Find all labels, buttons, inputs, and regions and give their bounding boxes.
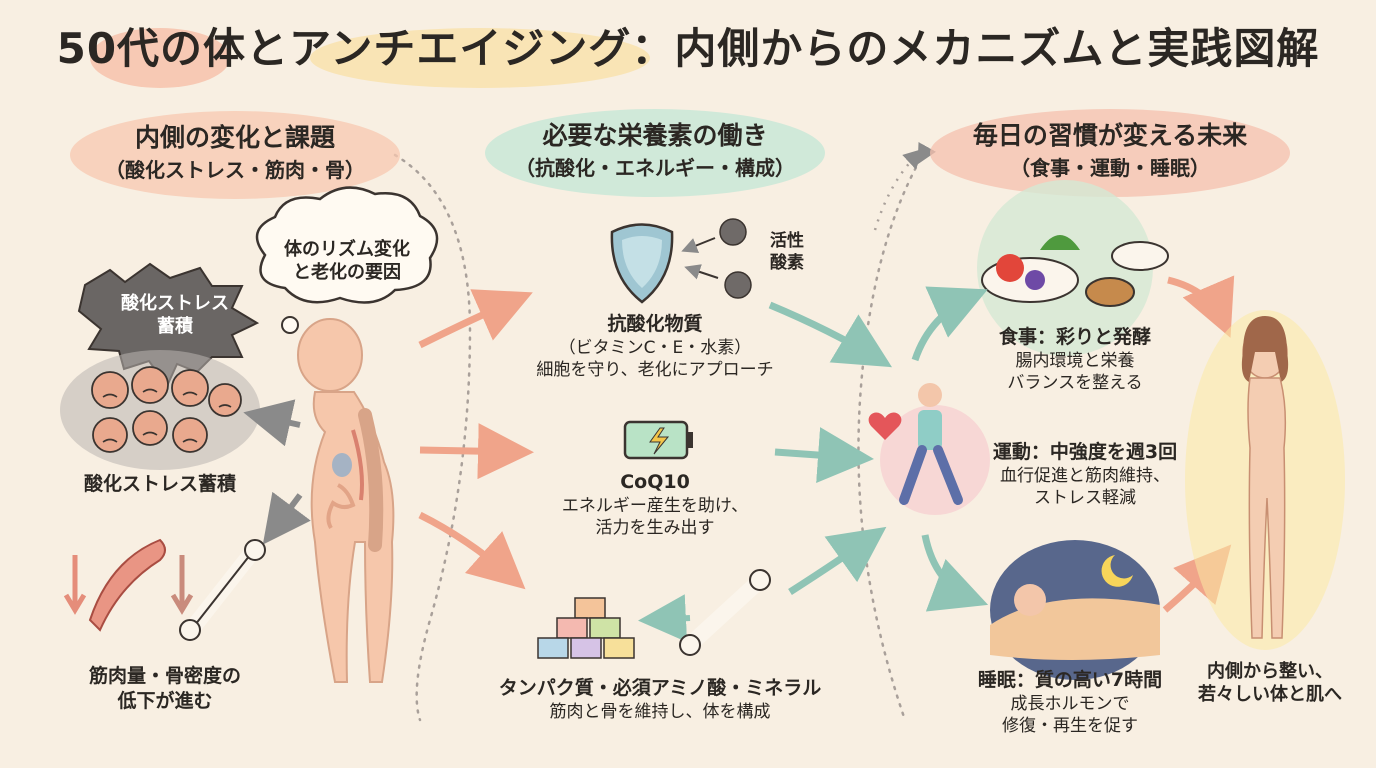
page-title: 50代の体とアンチエイジング：内側からのメカニズムと実践図解 [56,24,1320,73]
thought-bubble-text: 体のリズム変化 と老化の要因 [284,239,410,284]
bone-icon-left [179,539,266,641]
blocks-icon [537,597,635,659]
face-cells-icon [60,350,260,470]
left-header-subtitle: （酸化ストレス・筋肉・骨） [105,158,365,182]
result-block: 内側から整い、 若々しい体と肌へ [1198,661,1342,706]
arrow-to-coq10 [419,423,534,480]
arrow-to-muscle [262,491,311,545]
title-highlight-orange [90,28,230,88]
middle-header-title: 必要な栄養素の働き [542,121,768,150]
left-header-bg [70,111,400,199]
separator-left [393,153,472,722]
stress-burst-text: 酸化ストレス 蓄積 [121,293,229,338]
antioxidant-block: 抗酸化物質 （ビタミンC・E・水素） 細胞を守り、老化にアプローチ [536,313,774,380]
body-figure-icon [297,318,395,683]
shield-icon [610,223,674,304]
middle-header-subtitle: （抗酸化・エネルギー・構成） [515,156,795,180]
exercise-block: 運動：中強度を週3回 血行促進と筋肉維持、 ストレス軽減 [992,441,1178,508]
active-oxygen-label: 活性 酸素 [770,231,804,274]
left-section-header: 内側の変化と課題 （酸化ストレス・筋肉・骨） [70,118,400,183]
protein-block: タンパク質・必須アミノ酸・ミネラル 筋肉と骨を維持し、体を構成 [498,677,822,722]
arrow-to-cells [243,399,301,447]
battery-icon [623,420,693,460]
moon-icon [1101,555,1133,587]
stress-caption: 酸化ストレス蓄積 [83,473,236,495]
thought-bubble [255,186,439,346]
right-header-bg [930,109,1290,197]
sleep-block: 睡眠：質の高い7時間 成長ホルモンで 修復・再生を促す [977,669,1163,736]
middle-section-header: 必要な栄養素の働き （抗酸化・エネルギー・構成） [485,116,825,181]
heart-icon [868,412,902,440]
muscle-icon [63,538,194,632]
right-section-header: 毎日の習慣が変える未来 （食事・運動・睡眠） [930,116,1290,181]
bone-icon [679,569,771,656]
right-header-title: 毎日の習慣が変える未来 [972,121,1248,150]
arrow-to-protein [418,511,526,590]
sleep-scene [990,540,1160,680]
right-header-subtitle: （食事・運動・睡眠） [1010,156,1210,180]
arrow-to-antioxidant [418,289,533,349]
diet-block: 食事：彩りと発酵 腸内環境と栄養 バランスを整える [998,326,1151,393]
separator-right [857,142,937,722]
left-header-title: 内側の変化と課題 [134,123,335,152]
walker-figure-icon [899,383,963,505]
muscle-bone-caption: 筋肉量・骨密度の 低下が進む [88,665,241,712]
middle-header-bg [485,109,825,197]
coq10-block: CoQ10 エネルギー産生を助け、 活力を生み出す [561,471,749,538]
food-bowl-icon [981,235,1169,307]
woman-figure-icon [1241,316,1289,639]
active-oxygen-icon [719,218,752,299]
separator-top-arrow [873,148,924,231]
title-highlight-yellow [310,28,650,88]
